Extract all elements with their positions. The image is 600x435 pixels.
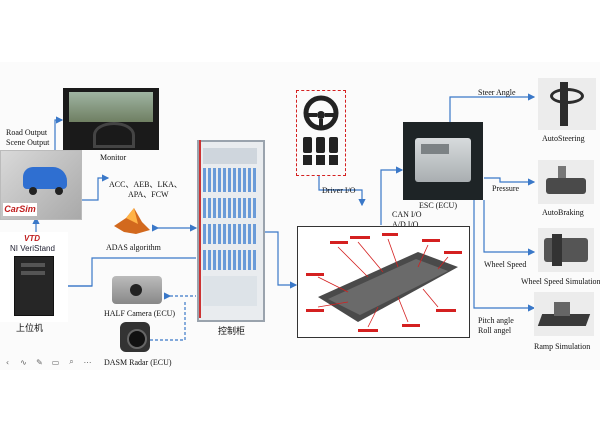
can-io-label: CAN I/O <box>392 210 422 219</box>
wheel-speed-sim-image <box>538 228 594 272</box>
autobraking-label: AutoBraking <box>542 208 584 217</box>
ramp-sim-label: Ramp Simulation <box>534 342 591 351</box>
road-output-label: Road Output <box>6 128 48 137</box>
control-cabinet-image <box>197 140 265 322</box>
veristand-panel: VTD NI VeriStand <box>0 232 68 322</box>
driver-io-box <box>296 90 346 176</box>
adas-algorithm-label: ADAS algorithm <box>106 243 161 252</box>
monitor-label: Monitor <box>100 153 127 162</box>
steer-angle-label: Steer Angle <box>478 88 516 97</box>
autosteering-image <box>538 78 596 130</box>
carsim-logo-text: CarSim <box>3 203 37 216</box>
autobraking-image <box>538 160 594 204</box>
autosteering-label: AutoSteering <box>542 134 585 143</box>
esc-image <box>403 122 483 200</box>
wave-icon[interactable]: ∿ <box>20 357 27 367</box>
viewer-toolbar: ‹ ∿ ✎ ▭ ⌕ ⋯ <box>2 356 93 368</box>
hydraulic-schematic-panel <box>297 226 470 338</box>
vtd-logo-text: VTD <box>24 234 40 243</box>
roll-angel-label: Roll angel <box>478 326 512 335</box>
wheel-speed-label: Wheel Speed <box>484 260 527 269</box>
esc-ecu-label: ESC (ECU) <box>419 201 457 210</box>
upper-pc-label: 上位机 <box>16 323 44 333</box>
scene-output-label: Scene Output <box>6 138 50 147</box>
pressure-label: Pressure <box>492 184 520 193</box>
pitch-angle-label: Pitch angle <box>478 316 514 325</box>
half-camera-label: HALF Camera (ECU) <box>104 309 176 318</box>
matlab-logo <box>112 204 152 238</box>
dasm-radar-image <box>120 322 150 352</box>
search-icon[interactable]: ⌕ <box>69 357 74 366</box>
back-icon[interactable]: ‹ <box>5 357 10 367</box>
ramp-sim-image <box>534 292 594 336</box>
more-icon[interactable]: ⋯ <box>83 357 92 367</box>
monitor-image <box>63 88 159 150</box>
dasm-radar-label: DASM Radar (ECU) <box>104 358 172 367</box>
cabinet-label: 控制柜 <box>218 326 246 336</box>
steering-wheel-icon <box>303 95 339 165</box>
frame-icon[interactable]: ▭ <box>51 357 60 367</box>
veristand-name: NI VeriStand <box>10 244 55 253</box>
carsim-image: CarSim <box>0 150 82 220</box>
adas-functions-line1: ACC、AEB、LKA、 <box>109 180 182 189</box>
half-camera-image <box>112 276 162 304</box>
wheel-speed-sim-label: Wheel Speed Simulation <box>521 277 600 286</box>
pen-icon[interactable]: ✎ <box>36 357 43 367</box>
ad-io-label: A/D I/O <box>392 220 419 229</box>
adas-functions-line2: APA、FCW <box>128 190 169 199</box>
driver-io-label: Driver I/O <box>322 186 356 195</box>
